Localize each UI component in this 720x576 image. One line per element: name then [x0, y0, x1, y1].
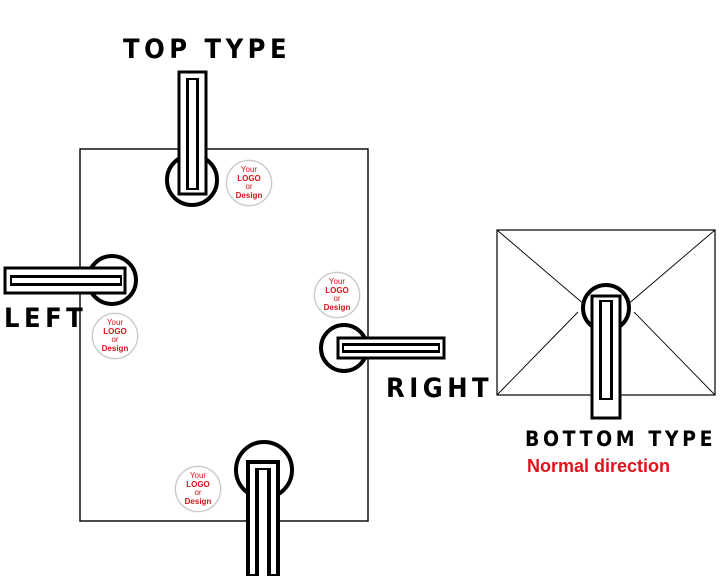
logo-line-or: or	[245, 182, 253, 191]
logo-seal-right: Your LOGO or Design	[314, 272, 360, 318]
logo-line-or: or	[333, 294, 341, 303]
label-bottom-type: BOTTOM TYPE	[525, 427, 717, 451]
logo-line-design: Design	[323, 302, 351, 312]
logo-line-your: Your	[240, 165, 258, 174]
logo-line-design: Design	[101, 343, 129, 353]
logo-line-logo: LOGO	[103, 326, 127, 336]
logo-line-your: Your	[189, 471, 207, 480]
logo-line-design: Design	[235, 190, 263, 200]
label-right: RIGHT	[386, 373, 494, 404]
logo-line-or: or	[111, 335, 119, 344]
label-normal-direction: Normal direction	[527, 456, 671, 476]
logo-seal-bottom: Your LOGO or Design	[175, 466, 221, 512]
logo-line-your: Your	[328, 277, 346, 286]
logo-line-logo: LOGO	[325, 285, 349, 295]
left-clip	[3, 254, 138, 306]
top-clip	[165, 70, 219, 207]
logo-seal-top: Your LOGO or Design	[226, 160, 272, 206]
logo-seal-left: Your LOGO or Design	[92, 313, 138, 359]
bottom-clip	[234, 440, 294, 576]
logo-line-or: or	[194, 488, 202, 497]
label-left: LEFT	[4, 303, 88, 334]
logo-line-logo: LOGO	[237, 173, 261, 183]
right-clip	[319, 323, 446, 373]
logo-line-your: Your	[106, 318, 124, 327]
envelope-clip	[581, 283, 631, 420]
logo-line-logo: LOGO	[186, 479, 210, 489]
label-top-type: TOP TYPE	[123, 34, 292, 65]
logo-line-design: Design	[184, 496, 212, 506]
